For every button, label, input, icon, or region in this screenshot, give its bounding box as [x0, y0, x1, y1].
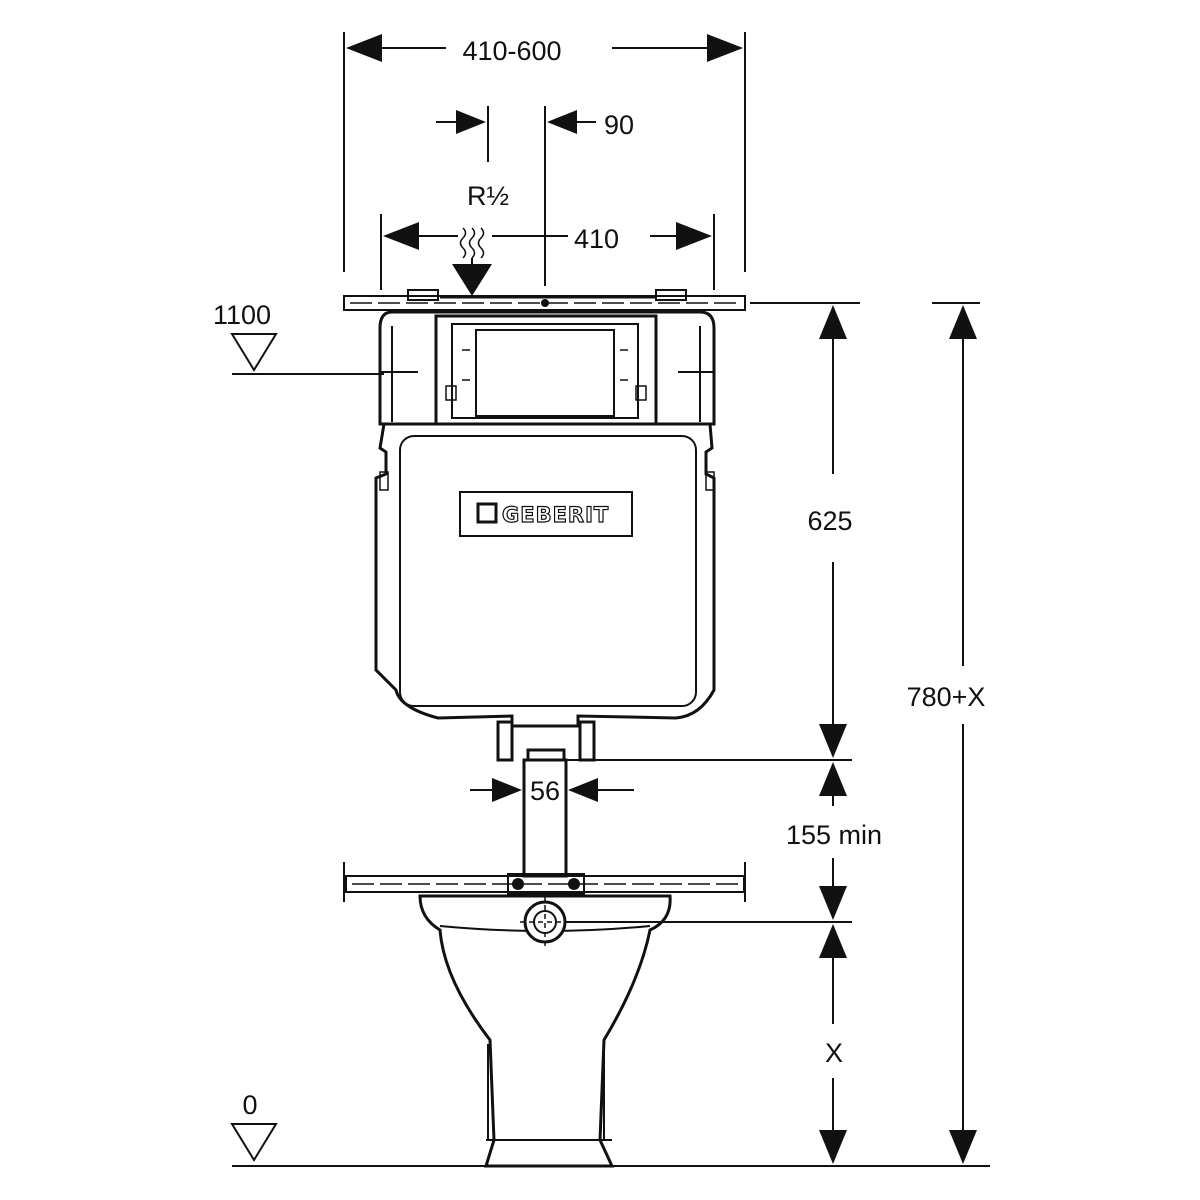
dimension-total-height: 780+X — [907, 302, 986, 1164]
dimension-inner-width: 410 — [380, 214, 715, 290]
label-inlet-offset: 90 — [604, 110, 634, 140]
logo-text: GEBERIT — [502, 503, 609, 527]
brand-logo: GEBERIT — [459, 491, 633, 537]
dimension-pipe-diameter: 56 — [470, 776, 634, 806]
inlet-thread-callout: R½ — [452, 181, 509, 296]
label-frame-width: 410-600 — [462, 36, 561, 66]
label-top-level: 1100 — [213, 300, 271, 330]
dimension-vertical-column: 625 155 min X — [232, 302, 990, 1167]
label-cistern-height: 625 — [807, 506, 852, 536]
label-pipe-diameter: 56 — [530, 776, 560, 806]
lower-mounting-rail — [343, 862, 746, 902]
label-inlet-thread: R½ — [467, 181, 509, 211]
label-pan-height: X — [825, 1038, 843, 1068]
label-pipe-min: 155 min — [786, 820, 882, 850]
wc-pan — [418, 894, 672, 1168]
dimension-inlet-offset: 90 — [436, 106, 634, 286]
flush-pipe — [496, 720, 596, 878]
label-inner-width: 410 — [574, 224, 619, 254]
level-marker-top: 1100 — [213, 300, 384, 375]
label-floor-level: 0 — [242, 1090, 257, 1120]
level-marker-floor: 0 — [230, 1090, 278, 1162]
top-mounting-rail — [343, 289, 746, 311]
label-total-height: 780+X — [907, 682, 986, 712]
dimension-frame-width: 410-600 — [343, 32, 746, 272]
